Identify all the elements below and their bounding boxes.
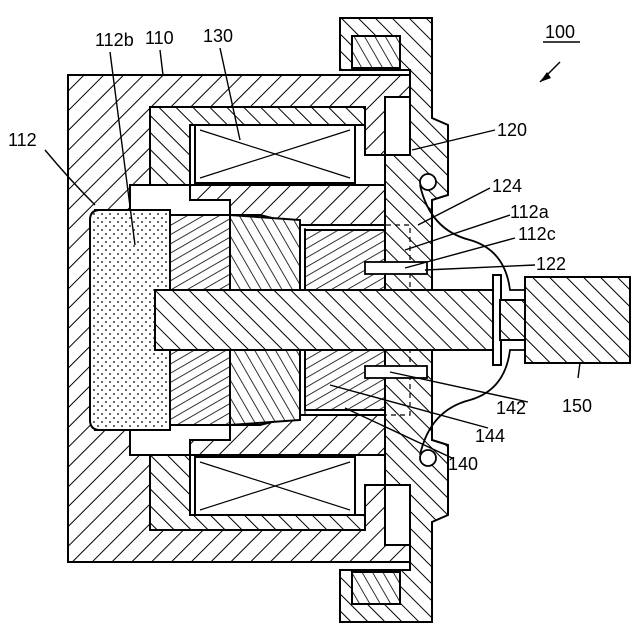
- leader-110: [160, 50, 163, 75]
- rod-guide-122: [365, 262, 427, 274]
- label-124: 124: [492, 176, 522, 196]
- plunger-sleeve-bottom: [305, 350, 385, 410]
- output-shaft-150: [155, 290, 500, 350]
- plunger-140-lower: [170, 350, 230, 425]
- label-112b: 112b: [95, 30, 134, 50]
- label-140: 140: [448, 454, 478, 474]
- label-122: 122: [536, 254, 566, 274]
- diaphragm-124-top: [420, 185, 525, 290]
- rod-guide-122-bottom: [365, 366, 427, 378]
- label-142: 142: [496, 398, 526, 418]
- label-112c: 112c: [518, 224, 556, 244]
- label-130: 130: [203, 26, 233, 46]
- mounting-pocket-top: [352, 36, 400, 68]
- plunger-140: [170, 215, 230, 290]
- label-112: 112: [8, 130, 37, 150]
- label-100: 100: [545, 22, 575, 42]
- plunger-core-top: [230, 215, 300, 290]
- label-150: 150: [562, 396, 592, 416]
- seal-bottom: [420, 450, 436, 466]
- leader-150: [578, 363, 580, 378]
- mounting-pocket-bottom: [352, 572, 400, 604]
- shaft-link: [500, 300, 525, 340]
- output-shaft-150-end: [525, 277, 630, 363]
- leader-122: [425, 265, 535, 270]
- label-120: 120: [497, 120, 527, 140]
- plunger-sleeve-top: [305, 230, 385, 290]
- plunger-core-bottom: [230, 350, 300, 425]
- label-144: 144: [475, 426, 505, 446]
- label-110: 110: [145, 28, 174, 48]
- label-112a: 112a: [510, 202, 550, 222]
- seal-top: [420, 174, 436, 190]
